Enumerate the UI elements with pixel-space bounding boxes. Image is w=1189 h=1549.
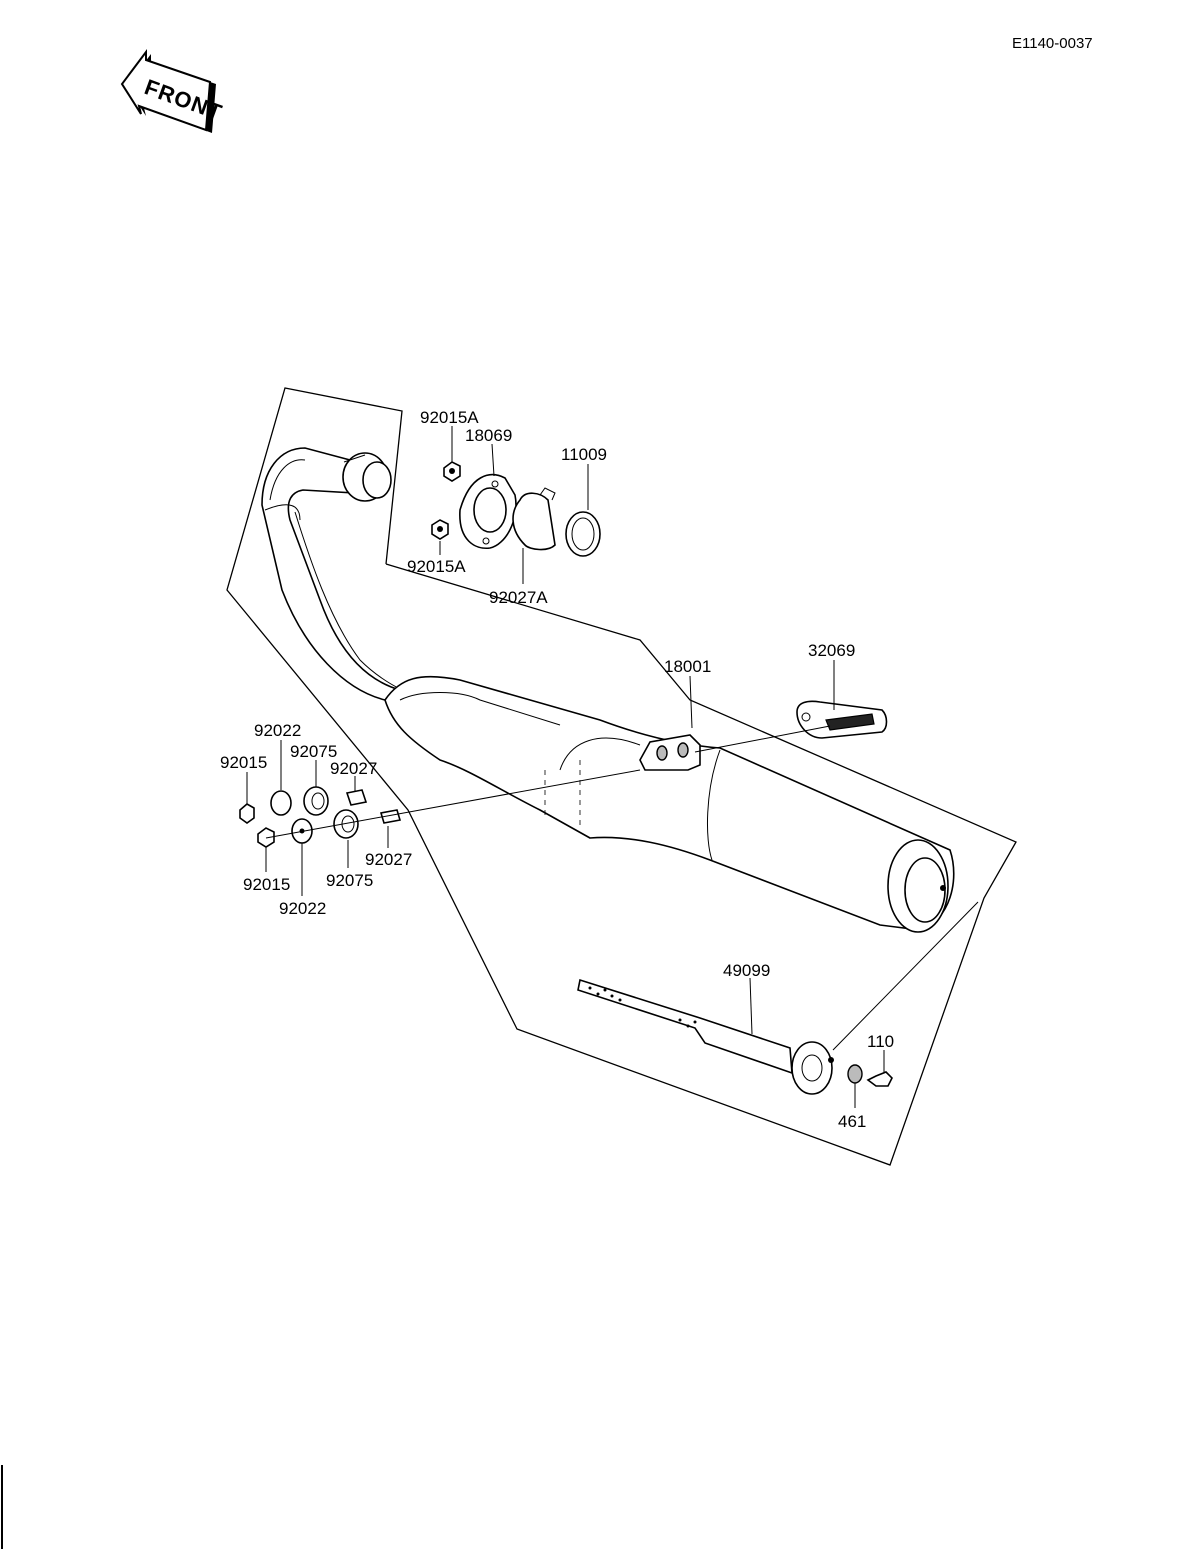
callout-92015A-bottom: 92015A [407,557,466,576]
washer-461 [847,1064,863,1084]
callout-92015-bottom: 92015 [243,875,290,894]
exhaust-flange-18069 [459,473,517,550]
callout-49099: 49099 [723,961,770,980]
header-pipe [261,447,403,701]
callout-92015A-top: 92015A [420,408,479,427]
callout-18069: 18069 [465,426,512,445]
callout-92022-bottom: 92022 [279,899,326,918]
nut-92015A-top [443,461,461,482]
leader-mount-axis [265,769,641,839]
callout-92075-top: 92075 [290,742,337,761]
front-direction-arrow-icon: FRONT [120,49,226,133]
nut-92015A-bottom [431,519,449,540]
reference-code: E1140-0037 [1012,35,1093,52]
callout-32069: 32069 [808,641,855,660]
callout-11009: 11009 [561,445,607,464]
callout-92027A: 92027A [489,588,548,607]
leader-outlet-to-arrester [832,901,979,1051]
mount-hardware-bottom [257,809,402,848]
callout-92027-top: 92027 [330,759,377,778]
callout-92022-top: 92022 [254,721,301,740]
callout-92075-bottom: 92075 [326,871,373,890]
group-outline [226,387,1017,1166]
gasket-11009 [565,511,601,557]
bracket-32069 [796,700,888,739]
callout-92027-bottom: 92027 [365,850,412,869]
bolt-110 [866,1071,893,1087]
mount-hardware-top [239,786,368,824]
callout-110: 110 [867,1032,894,1051]
leader-bracket-to-muffler [694,725,831,753]
leader-lines [246,426,885,1108]
spark-arrester-49099 [577,978,834,1095]
callout-92015-top: 92015 [220,753,267,772]
callout-18001: 18001 [664,657,711,676]
callout-461: 461 [838,1112,866,1131]
muffler-body [384,675,955,933]
split-keeper-92027A [512,487,556,551]
